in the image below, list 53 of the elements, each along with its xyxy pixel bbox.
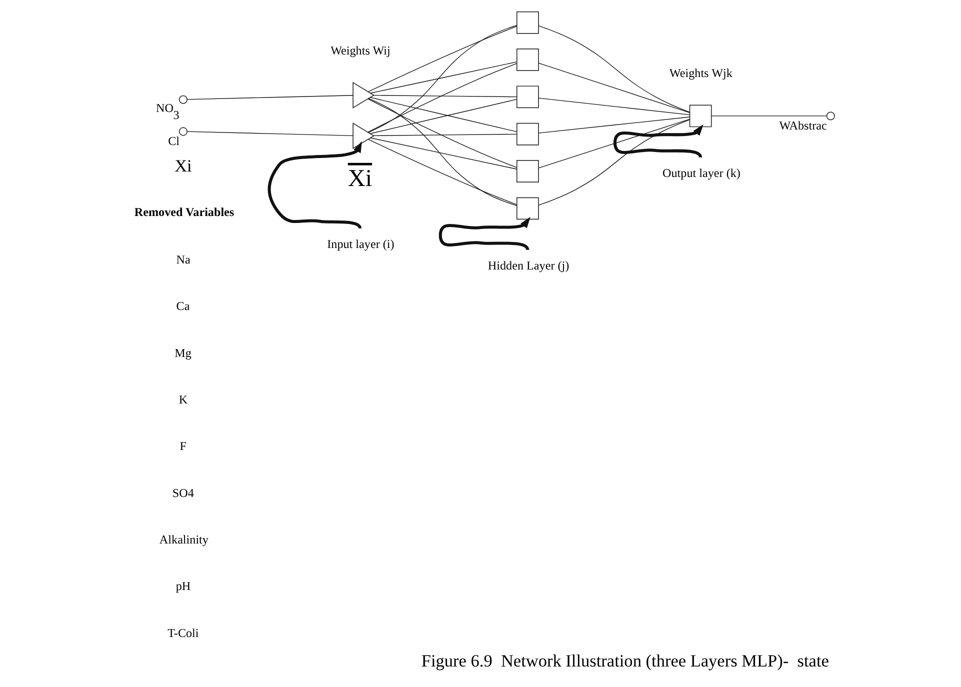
label: Removed Variables — [134, 204, 234, 219]
node-circle — [178, 95, 188, 104]
connector — [370, 138, 517, 170]
node-box — [516, 48, 538, 71]
connector — [368, 25, 517, 133]
connector — [538, 98, 690, 116]
node-circle — [826, 112, 834, 120]
label: Xi — [174, 156, 192, 176]
node-triangle — [352, 82, 374, 108]
node-box — [688, 104, 712, 128]
node-circle — [178, 127, 188, 136]
label: Xi — [347, 164, 372, 192]
connector — [538, 119, 690, 206]
label: K — [178, 392, 188, 407]
connector — [372, 94, 517, 98]
label: T-Coli — [167, 626, 198, 640]
connector — [368, 98, 517, 206]
node-text: Input layer (i) — [326, 236, 394, 251]
connector — [186, 131, 353, 136]
label: Ca — [176, 299, 190, 314]
node-text: Output layer (k) — [662, 166, 740, 180]
node-box — [516, 11, 538, 34]
connector — [538, 116, 690, 134]
node-box — [516, 197, 538, 220]
node-label: WAbstrac — [778, 118, 826, 133]
connector — [368, 26, 516, 92]
connector — [367, 98, 516, 168]
node-text: Hidden Layer (j) — [487, 258, 569, 273]
arrow — [267, 141, 362, 229]
label: Alkalinity — [158, 532, 208, 547]
connector — [538, 62, 690, 114]
label: Na — [176, 252, 190, 266]
connector — [370, 62, 517, 94]
node-triangle — [352, 122, 374, 150]
label: F — [179, 439, 186, 454]
connector — [372, 134, 517, 136]
connector — [368, 139, 516, 205]
label: Mg — [174, 346, 191, 360]
label: Weights Wij — [330, 43, 390, 58]
label: pH — [175, 579, 190, 594]
label: SO4 — [172, 486, 194, 500]
connector — [538, 26, 690, 113]
connector — [367, 63, 516, 132]
arrow — [438, 216, 530, 250]
node-box — [516, 86, 538, 108]
connector — [538, 118, 690, 168]
label: Weights Wjk — [668, 66, 732, 80]
node-label: Cl — [168, 134, 180, 148]
connector — [186, 95, 353, 100]
node-box — [516, 122, 538, 146]
arrow — [612, 124, 703, 158]
caption: Figure 6.9 Network Illustration (three Layers MLP)- state — [420, 652, 828, 671]
node-box — [516, 160, 538, 182]
